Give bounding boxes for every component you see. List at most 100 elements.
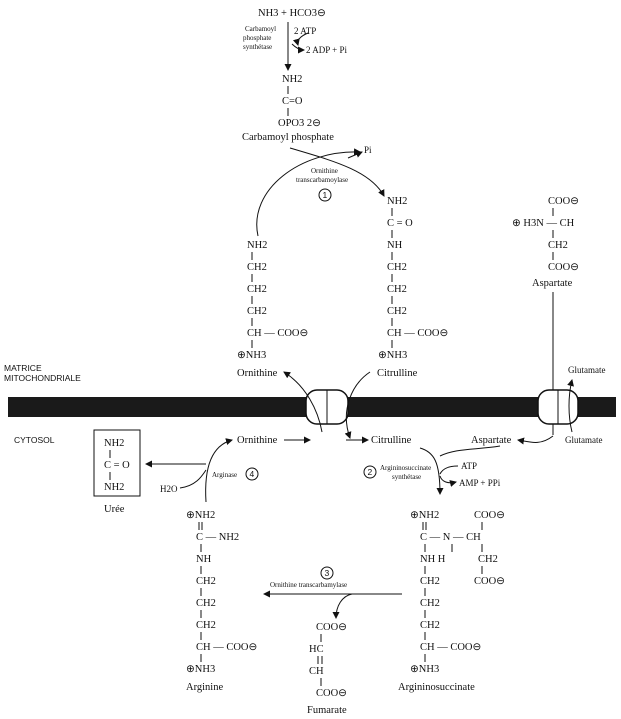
uree-box bbox=[93, 429, 141, 497]
substrates-text: NH3 + HCO3⊖ bbox=[258, 8, 326, 19]
mitochondrial-membrane: MATRICE MITOCHONDRIALE Glutamate Glutama… bbox=[4, 363, 616, 445]
atom: NH bbox=[387, 240, 403, 251]
glutamate-transport-arrow bbox=[567, 379, 574, 433]
ornithine-mito-name: Ornithine bbox=[237, 368, 278, 379]
step2-badge bbox=[363, 465, 377, 479]
fumarate-release-arrow bbox=[332, 593, 353, 619]
glutamate-matrix-text: Glutamate bbox=[568, 365, 606, 375]
atom: CH2 bbox=[247, 284, 267, 295]
carbamoyl-phosphate-name: Carbamoyl phosphate bbox=[242, 132, 334, 143]
atom: CH2 bbox=[387, 284, 407, 295]
atom: C = O bbox=[104, 460, 130, 471]
step4-water-text: H2O bbox=[160, 484, 178, 494]
cps-enzyme-line1: Carbamoyl bbox=[245, 25, 276, 33]
atom: COO⊖ bbox=[548, 262, 579, 273]
atom: CH — COO⊖ bbox=[387, 328, 449, 339]
atom: NH2 bbox=[247, 240, 267, 251]
atom: ⊕ H3N — CH bbox=[512, 218, 575, 229]
step2-amp-text: AMP + PPi bbox=[459, 478, 501, 488]
atom: COO⊖ bbox=[474, 576, 505, 587]
fumarate-name: Fumarate bbox=[307, 705, 347, 716]
adp-out-text: 2 ADP + Pi bbox=[306, 45, 348, 55]
step1-enzyme-line2: transcarbamoylase bbox=[296, 176, 348, 184]
step3-number: 3 bbox=[325, 568, 330, 578]
step4-number: 4 bbox=[250, 469, 255, 479]
atom: CH2 bbox=[247, 262, 267, 273]
cps-enzyme-line2: phosphate bbox=[243, 34, 271, 42]
citrulline-mito: NH2 C = O NH CH2 CH2 CH2 CH — COO⊖ ⊕NH3 … bbox=[377, 196, 449, 379]
cp-po3: OPO3 2⊖ bbox=[278, 118, 321, 129]
atp-in-line bbox=[439, 465, 459, 475]
atom: CH2 bbox=[387, 306, 407, 317]
atom: NH2 bbox=[104, 438, 124, 449]
ornithine-import-arrow bbox=[283, 371, 323, 433]
atom: ⊕NH3 bbox=[378, 350, 407, 361]
cp-to-citrulline-arrow bbox=[289, 147, 385, 197]
atom: C — N — CH bbox=[420, 532, 481, 543]
aspartate-cytosol-text: Aspartate bbox=[471, 435, 512, 446]
atom: NH2 bbox=[104, 482, 124, 493]
arginine-to-ornithine-arrow bbox=[205, 438, 233, 503]
atom: CH2 bbox=[387, 262, 407, 273]
step1-number: 1 bbox=[323, 190, 328, 200]
atom: ⊕NH2 bbox=[186, 510, 215, 521]
citrulline-mito-name: Citrulline bbox=[377, 368, 418, 379]
atom: ⊕NH3 bbox=[237, 350, 266, 361]
step4-badge bbox=[245, 467, 259, 481]
step1-enzyme-line1: Ornithine bbox=[311, 167, 338, 175]
step-3: 3 Ornithine transcarbamylase bbox=[263, 566, 402, 619]
water-in-line bbox=[179, 469, 207, 489]
atom: CH2 bbox=[196, 620, 216, 631]
step4-enzyme: Arginase bbox=[212, 471, 237, 479]
step2-atp-text: ATP bbox=[461, 461, 477, 471]
step1-pi-text: Pi bbox=[364, 145, 372, 155]
top-reaction: NH3 + HCO3⊖ Carbamoyl phosphate synthéta… bbox=[243, 8, 348, 71]
argininosuccinate-name: Argininosuccinate bbox=[398, 682, 475, 693]
atom: COO⊖ bbox=[316, 622, 347, 633]
step2-number: 2 bbox=[368, 467, 373, 477]
cp-co: C=O bbox=[282, 96, 303, 107]
atom: CH — COO⊖ bbox=[247, 328, 309, 339]
step3-badge bbox=[320, 566, 334, 580]
step2-enzyme-line2: synthétase bbox=[392, 473, 421, 481]
step2-enzyme-line1: Argininosuccinate bbox=[380, 464, 431, 472]
carbamoyl-phosphate: NH2 C=O OPO3 2⊖ Carbamoyl phosphate bbox=[242, 74, 334, 143]
uree: NH2 C = O NH2 Urée bbox=[93, 429, 141, 515]
atom: HC bbox=[309, 644, 324, 655]
atom: CH — COO⊖ bbox=[196, 642, 258, 653]
atom: CH2 bbox=[548, 240, 568, 251]
adp-out-arrow bbox=[291, 43, 305, 54]
matrix-label-line1: MATRICE bbox=[4, 363, 42, 373]
atom: COO⊖ bbox=[548, 196, 579, 207]
atp-in-text: 2 ATP bbox=[294, 26, 316, 36]
atp-in-arrow bbox=[292, 32, 309, 46]
arginine: ⊕NH2 C — NH2 NH CH2 CH2 CH2 CH — COO⊖ ⊕N… bbox=[186, 510, 258, 693]
atom: C = O bbox=[387, 218, 413, 229]
ornithine-mito: NH2 CH2 CH2 CH2 CH — COO⊖ ⊕NH3 Ornithine bbox=[237, 240, 309, 379]
cytosol-label: CYTOSOL bbox=[14, 435, 55, 445]
atom: CH2 bbox=[196, 598, 216, 609]
ornithine-cytosol-text: Ornithine bbox=[237, 435, 278, 446]
step3-enzyme: Ornithine transcarbamylase bbox=[270, 581, 347, 589]
cp-nh2: NH2 bbox=[282, 74, 302, 85]
step-4: H2O Arginase 4 bbox=[145, 438, 259, 503]
amp-out-arrow bbox=[439, 475, 457, 487]
atom: CH2 bbox=[247, 306, 267, 317]
atom: CH2 bbox=[196, 576, 216, 587]
cytosol-region: CYTOSOL Ornithine Citrulline Aspartate bbox=[14, 435, 554, 446]
aspartate-release-arrow bbox=[517, 435, 554, 445]
atom: ⊕NH3 bbox=[186, 664, 215, 675]
atom: ⊕NH2 bbox=[410, 510, 439, 521]
arginine-name: Arginine bbox=[186, 682, 223, 693]
atom: CH2 bbox=[478, 554, 498, 565]
atom: NH2 bbox=[387, 196, 407, 207]
pi-release-arrow bbox=[347, 151, 363, 159]
atom: NH H bbox=[420, 554, 446, 565]
step-1: Pi Ornithine transcarbamoylase 1 bbox=[256, 145, 385, 237]
atom: CH2 bbox=[420, 620, 440, 631]
atom: CH2 bbox=[420, 576, 440, 587]
argininosuccinate: ⊕NH2 C — N — CH NH H CH2 CH2 CH2 CH — CO… bbox=[398, 510, 505, 693]
fumarate: COO⊖ HC CH COO⊖ Fumarate bbox=[307, 622, 347, 716]
